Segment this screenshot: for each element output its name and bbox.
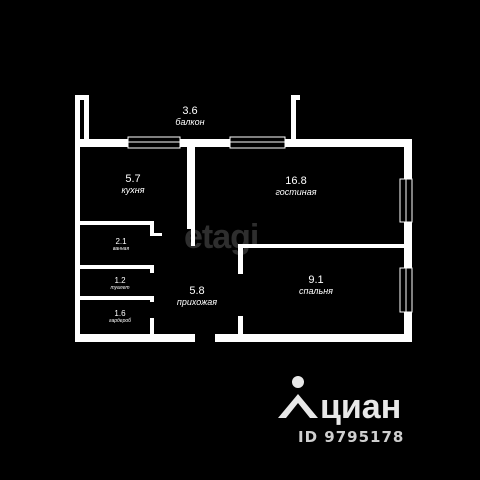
room-label-bathroom: 2.1 ванная <box>113 238 129 252</box>
etagi-watermark: etagi <box>184 218 259 256</box>
wall-wardrobe-right <box>150 318 154 338</box>
listing-id: ID 9795178 <box>298 428 405 446</box>
wall-bedroom-top <box>240 244 408 248</box>
room-label-wardrobe: 1.6 гардероб <box>109 310 131 324</box>
wall-bath-right-stub <box>150 233 162 236</box>
balcony-wall-right-side <box>291 95 296 140</box>
room-name: гардероб <box>109 318 131 324</box>
room-area: 3.6 <box>182 105 198 117</box>
wall-bath-right <box>150 221 154 235</box>
cian-brand-text: циан <box>320 388 402 426</box>
outer-wall-left <box>75 140 80 342</box>
room-label-hallway: 5.8 прихожая <box>177 286 217 307</box>
balcony-wall-left <box>75 95 89 100</box>
room-label-bedroom: 9.1 спальня <box>299 275 333 296</box>
room-label-balcony: 3.6 балкон <box>175 106 204 127</box>
room-area: 5.7 <box>125 173 141 185</box>
room-area: 5.8 <box>189 285 205 297</box>
room-label-kitchen: 5.7 кухня <box>121 174 144 195</box>
room-label-toilet: 1.2 туалет <box>111 277 130 291</box>
location-pin-icon <box>278 376 318 418</box>
room-name: гостиная <box>275 187 317 197</box>
wall-bedroom-left <box>238 244 243 274</box>
wall-kitchen-living-2 <box>191 140 195 246</box>
room-area: 1.2 <box>114 276 126 285</box>
room-name: кухня <box>121 185 145 195</box>
room-name: балкон <box>175 117 205 127</box>
outer-wall-top-right <box>285 139 412 147</box>
wall-toilet-bottom <box>75 296 153 300</box>
outer-wall-right <box>404 139 412 179</box>
wall-bath-bottom <box>75 265 153 269</box>
room-label-living: 16.8 гостиная <box>275 176 316 197</box>
room-area: 9.1 <box>308 274 324 286</box>
wall-kitchen-living <box>187 139 191 229</box>
room-name: туалет <box>110 285 130 291</box>
cian-logo: циан ID 9795178 <box>276 372 436 452</box>
balcony-wall-left-side <box>84 95 89 145</box>
room-name: прихожая <box>176 297 218 307</box>
wall-bath-top <box>75 221 153 225</box>
outer-wall-top-left <box>75 139 128 147</box>
outer-wall-bottom-left <box>75 334 195 342</box>
outer-wall-top-mid <box>180 139 230 147</box>
wall-toilet-right <box>150 265 154 273</box>
wall-bedroom-left-2 <box>238 316 243 338</box>
wall-toilet-stub <box>150 296 154 302</box>
room-area: 1.6 <box>114 309 126 318</box>
outer-wall-right-3 <box>404 312 412 342</box>
outer-wall-left-top <box>75 95 80 145</box>
room-name: ванная <box>112 246 130 252</box>
outer-wall-bottom-right <box>215 334 412 342</box>
room-name: спальня <box>299 286 333 296</box>
room-area: 16.8 <box>285 175 307 187</box>
room-area: 2.1 <box>115 237 127 246</box>
